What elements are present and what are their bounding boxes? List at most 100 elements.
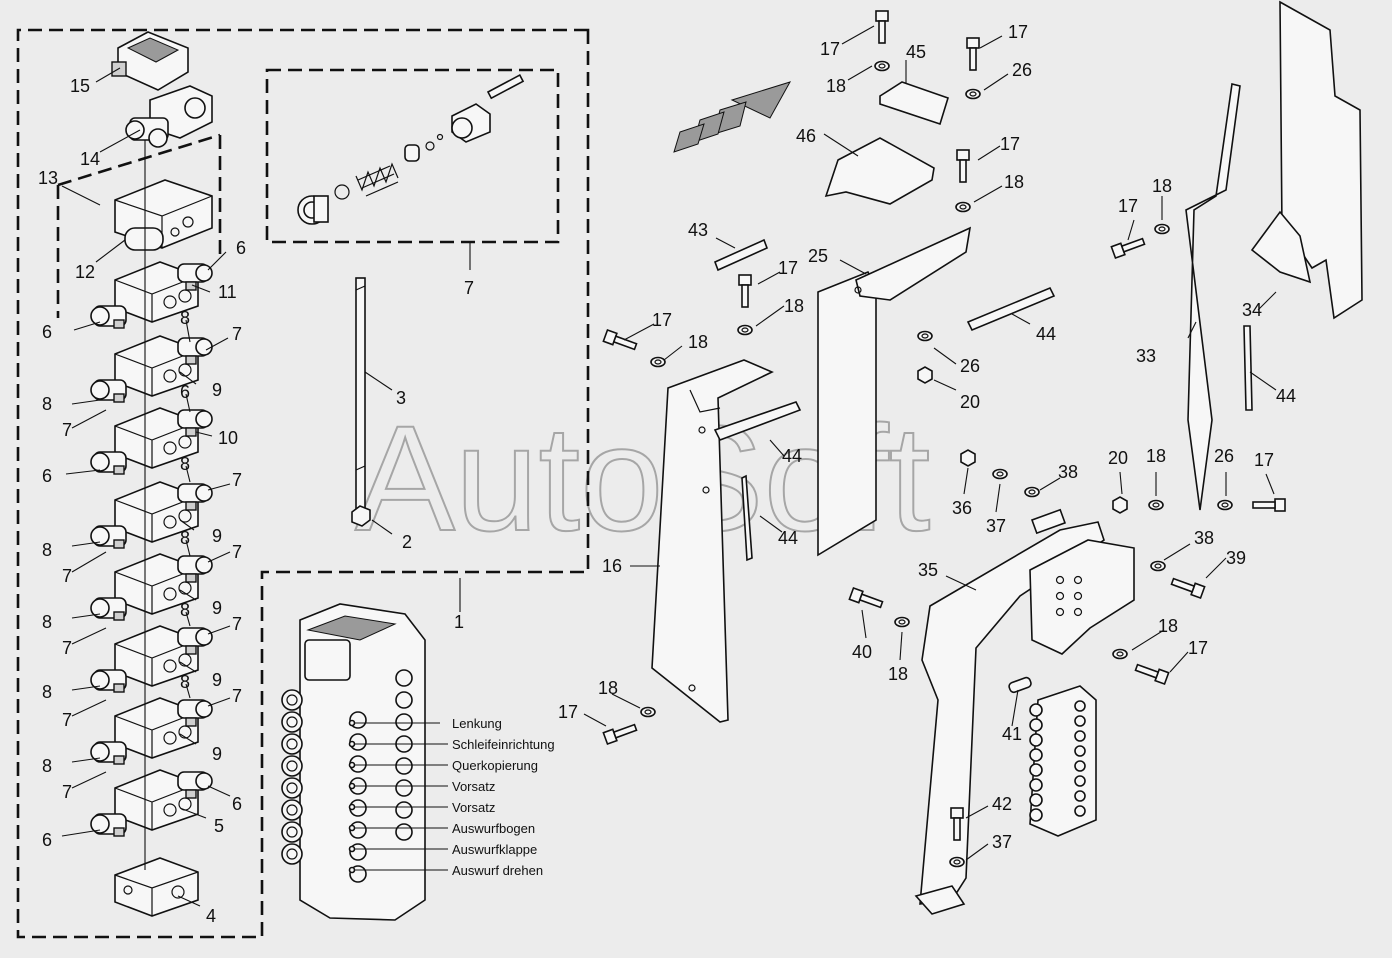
callout-number-25: 25 — [808, 246, 828, 266]
callout-number-35: 35 — [918, 560, 938, 580]
callout-number-6: 6 — [180, 382, 190, 402]
callout-number-8: 8 — [180, 600, 190, 620]
callout-number-41: 41 — [1002, 724, 1022, 744]
function-labels: LenkungSchleifeinrichtungQuerkopierungVo… — [348, 716, 555, 878]
function-label: Auswurf drehen — [452, 863, 543, 878]
callout-number-8: 8 — [42, 612, 52, 632]
bolt — [1110, 237, 1146, 260]
connector-box-15 — [111, 31, 189, 91]
fastener-hardware — [602, 10, 1286, 868]
washer — [917, 330, 933, 342]
callout-number-26: 26 — [1012, 60, 1032, 80]
strip-43 — [713, 238, 769, 272]
washer — [1217, 499, 1233, 511]
end-plate-boundary — [56, 133, 222, 318]
callout-number-8: 8 — [42, 540, 52, 560]
callout-number-44: 44 — [1036, 324, 1056, 344]
callout-number-9: 9 — [212, 380, 222, 400]
bracket-46 — [824, 137, 935, 205]
callout-number-8: 8 — [180, 308, 190, 328]
function-label: Querkopierung — [452, 758, 538, 773]
callout-number-20: 20 — [1108, 448, 1128, 468]
callout-number-8: 8 — [42, 756, 52, 776]
callout-number-1: 1 — [454, 612, 464, 632]
frame-35 — [914, 508, 1135, 915]
washer — [992, 468, 1008, 480]
strip-44-b — [741, 474, 753, 562]
callout-number-18: 18 — [826, 76, 846, 96]
nut — [960, 449, 976, 467]
callout-number-8: 8 — [180, 454, 190, 474]
callout-number-9: 9 — [212, 670, 222, 690]
callout-number-9: 9 — [212, 744, 222, 764]
strip-44-d — [1243, 325, 1253, 411]
washer — [874, 60, 890, 72]
callout-number-7: 7 — [62, 420, 72, 440]
function-label: Vorsatz — [452, 800, 495, 815]
callout-number-17: 17 — [1118, 196, 1138, 216]
valve-block-thumbnail — [1029, 685, 1097, 837]
function-label: Vorsatz — [452, 779, 495, 794]
strip-44-c — [966, 286, 1056, 332]
callout-number-45: 45 — [906, 42, 926, 62]
direction-arrow-symbol — [673, 81, 792, 153]
valve-detail-boundary — [265, 68, 560, 244]
callout-number-17: 17 — [652, 310, 672, 330]
callout-number-7: 7 — [232, 542, 242, 562]
callout-number-8: 8 — [180, 672, 190, 692]
bolt — [956, 149, 970, 183]
tie-rod-3 — [351, 277, 371, 527]
callout-number-6: 6 — [42, 830, 52, 850]
washer — [1148, 499, 1164, 511]
callout-number-18: 18 — [1158, 616, 1178, 636]
valve-section — [90, 553, 213, 621]
strip-44-a — [713, 401, 802, 442]
valve-section — [90, 335, 213, 403]
valve-section — [90, 697, 213, 765]
callout-number-18: 18 — [1004, 172, 1024, 192]
callout-number-17: 17 — [820, 39, 840, 59]
nut — [917, 366, 933, 384]
washer — [640, 706, 656, 718]
washer — [955, 201, 971, 213]
callout-number-9: 9 — [212, 598, 222, 618]
callout-number-4: 4 — [206, 906, 216, 926]
end-plate-12 — [114, 179, 213, 251]
callout-number-15: 15 — [70, 76, 90, 96]
washer — [1024, 486, 1040, 498]
callout-number-5: 5 — [214, 816, 224, 836]
callout-number-7: 7 — [62, 710, 72, 730]
callout-number-44: 44 — [778, 528, 798, 548]
callout-number-44: 44 — [782, 446, 802, 466]
callout-number-39: 39 — [1226, 548, 1246, 568]
callout-number-14: 14 — [80, 149, 100, 169]
callout-number-10: 10 — [218, 428, 238, 448]
washer — [1150, 560, 1166, 572]
callout-leader-lines — [61, 25, 1277, 907]
callout-number-7: 7 — [62, 566, 72, 586]
callout-number-18: 18 — [888, 664, 908, 684]
callout-number-7: 7 — [464, 278, 474, 298]
washer — [894, 616, 910, 628]
bolt — [738, 274, 752, 308]
valve-section — [90, 261, 213, 329]
bolt — [875, 10, 889, 44]
valve-section — [90, 407, 213, 475]
washer — [949, 856, 965, 868]
valve-block-overview — [281, 603, 426, 921]
bolt — [1170, 577, 1206, 600]
function-label: Auswurfklappe — [452, 842, 537, 857]
callout-number-17: 17 — [558, 702, 578, 722]
callout-number-38: 38 — [1194, 528, 1214, 548]
callout-number-17: 17 — [1000, 134, 1020, 154]
callout-number-7: 7 — [62, 782, 72, 802]
callout-number-8: 8 — [42, 682, 52, 702]
valve-section — [90, 625, 213, 693]
callout-number-38: 38 — [1058, 462, 1078, 482]
callout-number-18: 18 — [1152, 176, 1172, 196]
washer — [965, 88, 981, 100]
callout-number-6: 6 — [42, 322, 52, 342]
callout-number-18: 18 — [598, 678, 618, 698]
